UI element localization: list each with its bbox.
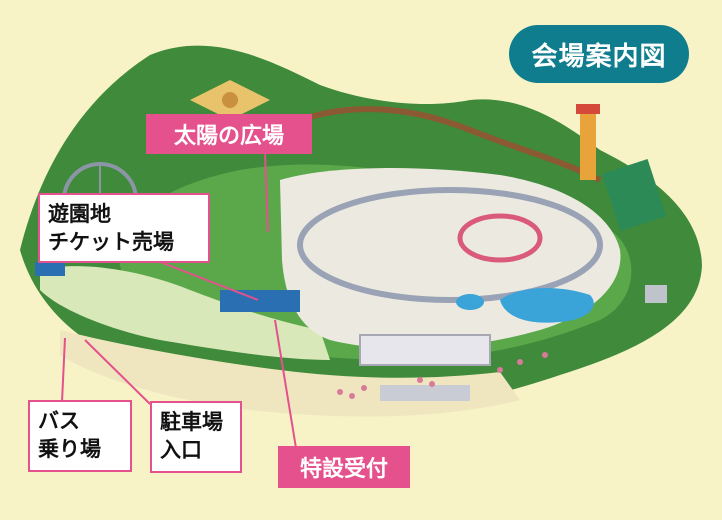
ticket-booth-label-line1: 遊園地 (48, 202, 111, 226)
ticket-booth-label: 遊園地 チケット売場 (38, 193, 210, 263)
parking-entrance-label-line1: 駐車場 (160, 410, 223, 434)
tower (580, 110, 596, 180)
parking-cars (337, 352, 548, 399)
side-building (645, 285, 667, 303)
coaster-track (299, 106, 602, 183)
entrance-building (380, 385, 470, 401)
bus-stop-label-line1: バス (38, 409, 80, 433)
hall-building (359, 334, 491, 366)
plaza-ground (40, 266, 330, 360)
ride-loop (457, 213, 543, 263)
pool-small (456, 294, 484, 310)
bus-stop (35, 262, 65, 276)
plaza-label: 太陽の広場 (146, 114, 312, 154)
map-title-badge: 会場案内図 (509, 25, 689, 83)
parking-entrance-label-line2: 入口 (160, 438, 202, 462)
ride-track (297, 187, 603, 303)
ballpark-infield (222, 92, 238, 108)
sports-field (601, 159, 667, 231)
tower-top (576, 104, 600, 114)
leader-lines (61, 151, 297, 449)
bus-stop-label-line2: 乗り場 (38, 437, 101, 461)
ticket-booth-label-line2: チケット売場 (48, 230, 174, 254)
pool (500, 288, 594, 323)
bus-stop-label: バス 乗り場 (28, 400, 132, 472)
station-building (220, 290, 300, 312)
parking-entrance-label: 駐車場 入口 (150, 401, 242, 473)
reception-label: 特設受付 (278, 446, 410, 488)
